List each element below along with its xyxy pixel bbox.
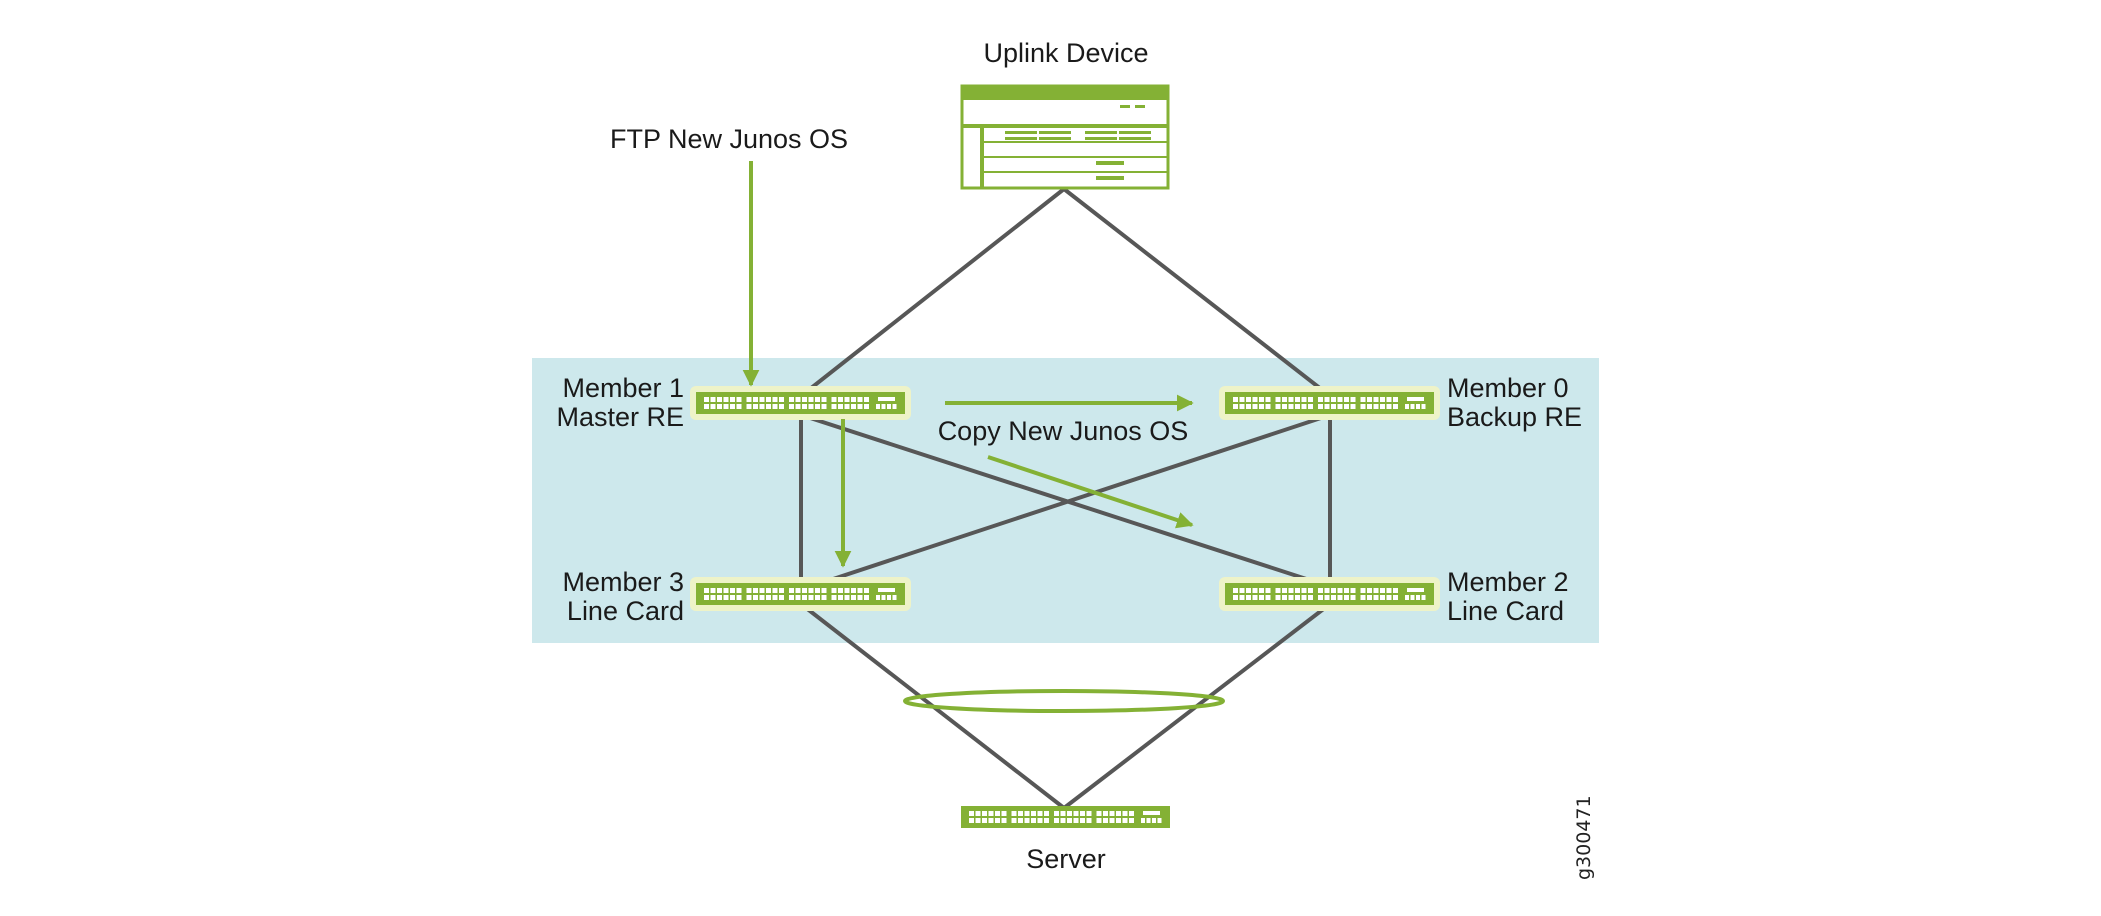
link-member1-member2 [799,413,1330,588]
server-switch-icon[interactable] [961,806,1170,828]
member-2-label-line2: Line Card [1447,596,1564,626]
member-1-switch-icon[interactable] [690,386,911,420]
link-uplink-member0 [1062,187,1332,398]
lag-bundle-ellipse [903,689,1225,713]
link-member0-member3 [810,413,1332,588]
figure-id: g300471 [1573,795,1595,880]
ftp-annotation: FTP New Junos OS [610,124,848,154]
member-0-label-line2: Backup RE [1447,402,1582,432]
copy-arrow-member2 [987,455,1194,529]
member-0-label-line1: Member 0 [1447,373,1569,403]
member-1-label-line2: Master RE [556,402,684,432]
member-2-switch-icon[interactable] [1219,577,1440,611]
links [799,187,1332,810]
uplink-device-label: Uplink Device [983,38,1148,68]
uplink-device-icon[interactable] [960,84,1170,190]
member-2-label-line1: Member 2 [1447,567,1569,597]
member-3-switch-icon[interactable] [690,577,911,611]
member-3-label-line2: Line Card [567,596,684,626]
member-1-label-line1: Member 1 [562,373,684,403]
link-uplink-member1 [799,187,1066,398]
member-3-label-line1: Member 3 [562,567,684,597]
upgrade-arrows [742,161,1194,568]
member-0-switch-icon[interactable] [1219,386,1440,420]
copy-annotation: Copy New Junos OS [938,416,1189,446]
server-label: Server [1026,844,1106,874]
